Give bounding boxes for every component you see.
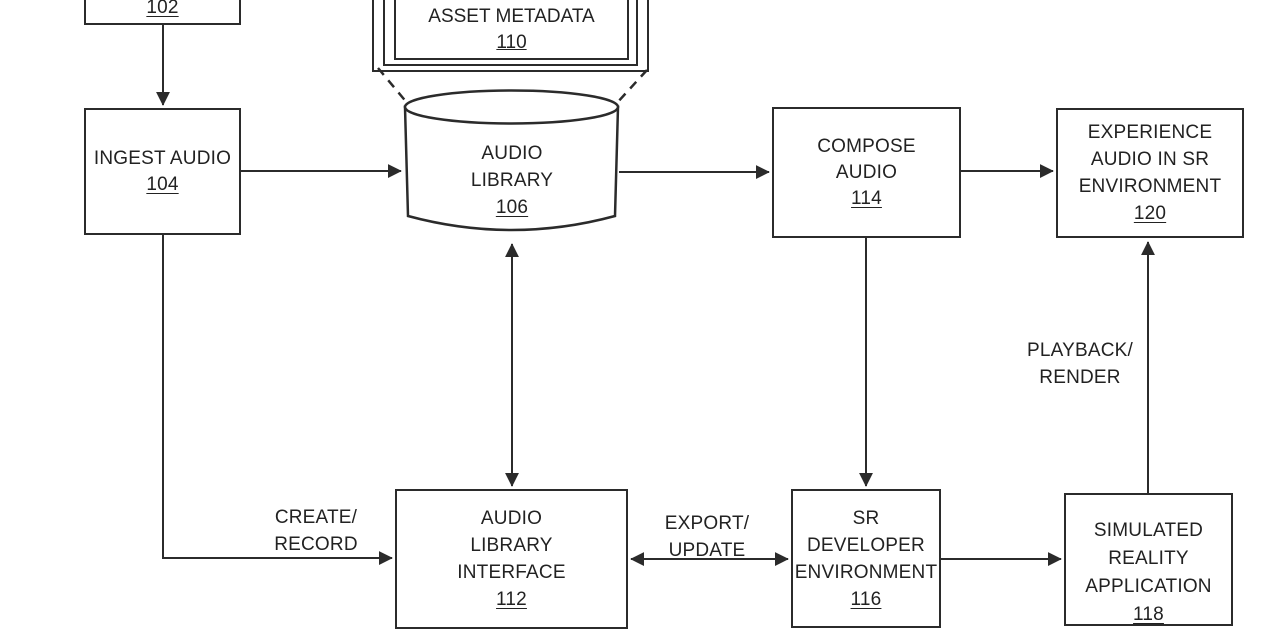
audio-library-label: AUDIO LIBRARY 106 bbox=[412, 140, 612, 221]
audio-library-interface-line1: AUDIO bbox=[480, 508, 543, 529]
audio-library-line1: AUDIO bbox=[481, 143, 543, 164]
sr-developer-number: 116 bbox=[850, 588, 882, 610]
dashed-callout-lines bbox=[377, 67, 648, 105]
asset-metadata-label: ASSET METADATA bbox=[428, 6, 595, 27]
experience-audio-box: EXPERIENCE AUDIO IN SR ENVIRONMENT 120 bbox=[1056, 108, 1244, 238]
sra-line1: SIMULATED bbox=[1093, 519, 1204, 541]
audio-library-interface-number: 112 bbox=[496, 589, 527, 610]
compose-audio-line1: COMPOSE bbox=[817, 135, 916, 157]
audio-library-interface-line2: LIBRARY bbox=[470, 535, 553, 556]
asset-metadata-number: 110 bbox=[496, 32, 527, 53]
ingest-audio-number: 104 bbox=[146, 173, 179, 195]
ingest-audio-label: INGEST AUDIO bbox=[93, 147, 232, 169]
audio-library-interface-box: AUDIO LIBRARY INTERFACE 112 bbox=[395, 489, 628, 629]
ingest-audio-box: INGEST AUDIO 104 bbox=[84, 108, 241, 235]
export-update-label: EXPORT/ UPDATE bbox=[664, 513, 750, 561]
arrow-lines bbox=[156, 25, 1155, 566]
audio-library-interface-line3: INTERFACE bbox=[457, 562, 566, 583]
compose-audio-line2: AUDIO bbox=[835, 161, 898, 183]
sr-developer-environment-box: SR DEVELOPER ENVIRONMENT 116 bbox=[791, 489, 941, 628]
sr-developer-line3: ENVIRONMENT bbox=[794, 561, 938, 583]
experience-audio-line1: EXPERIENCE bbox=[1087, 122, 1213, 143]
sr-developer-line1: SR bbox=[852, 507, 880, 529]
compose-audio-number: 114 bbox=[851, 187, 882, 209]
playback-render-label: PLAYBACK/ RENDER bbox=[1027, 340, 1133, 388]
create-record-label: CREATE/ RECORD bbox=[274, 507, 358, 555]
experience-audio-line2: AUDIO IN SR bbox=[1090, 149, 1210, 170]
sr-developer-line2: DEVELOPER bbox=[807, 534, 925, 556]
audio-library-number: 106 bbox=[495, 197, 529, 218]
sra-line2: REALITY bbox=[1108, 547, 1189, 569]
input-device-box: 102 bbox=[84, 0, 241, 25]
experience-audio-number: 120 bbox=[1133, 203, 1167, 224]
sra-line3: APPLICATION bbox=[1085, 575, 1212, 597]
compose-audio-box: COMPOSE AUDIO 114 bbox=[772, 107, 961, 238]
simulated-reality-application-box: SIMULATED REALITY APPLICATION 118 bbox=[1064, 493, 1233, 626]
audio-library-line2: LIBRARY bbox=[470, 170, 554, 191]
asset-metadata-box: ASSET METADATA 110 bbox=[394, 0, 629, 60]
experience-audio-line3: ENVIRONMENT bbox=[1078, 176, 1222, 197]
input-device-number: 102 bbox=[146, 0, 179, 18]
sra-number: 118 bbox=[1133, 603, 1164, 625]
